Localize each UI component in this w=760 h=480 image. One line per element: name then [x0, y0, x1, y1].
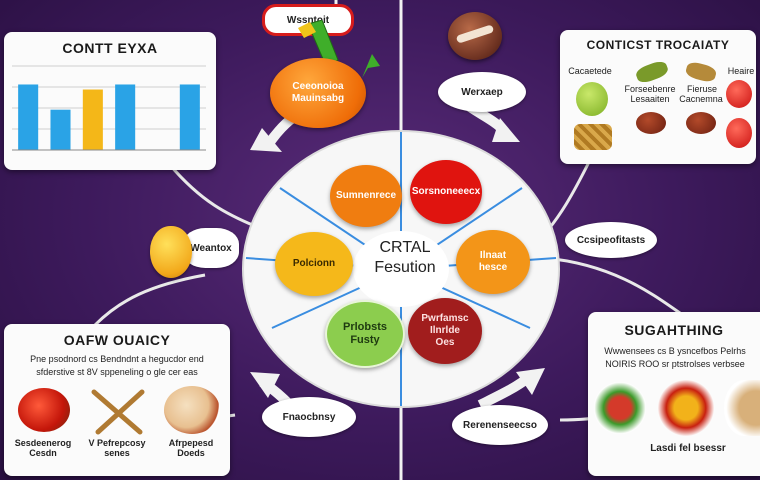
node-right-label-1: Ilnaat — [479, 250, 507, 261]
bubble-top-right[interactable]: Werxaep — [438, 72, 526, 112]
food-label: Heaire — [727, 66, 755, 76]
panel-bottom-right-line1: Wwwensees cs B ysncefbos Pelrhs — [604, 346, 746, 356]
grain-bowl-icon — [724, 380, 760, 436]
panel-top-left-title: CONTT EYXA — [62, 40, 158, 56]
food-label: Lesaaiten — [630, 94, 670, 104]
arrow-bottom-left-head — [250, 372, 280, 398]
node-bottom-right-label-2: Ilnrlde — [429, 325, 460, 336]
panel-bottom-left-line1: Pne psodnord cs Bendndnt a hegucdor end — [30, 354, 204, 364]
node-top-left[interactable]: Sumnenrece — [330, 165, 402, 227]
node-left-label: Polcionn — [292, 258, 336, 269]
hub — [353, 231, 449, 307]
panel-bottom-left: OAFW OUAICY Pne psodnord cs Bendndnt a h… — [4, 324, 230, 476]
bar-2[interactable] — [50, 109, 71, 150]
food-label: Cacaetede — [568, 66, 612, 76]
bubble-bottom-left-label: Fnaocbnsy — [282, 411, 336, 423]
connector-right — [544, 256, 691, 322]
green-apple-icon — [576, 82, 608, 116]
bar-1[interactable] — [18, 84, 39, 150]
yellow-fruit-icon — [150, 226, 192, 278]
node-top-right-label: Sorsnoneeecx — [411, 186, 481, 197]
bar-3[interactable] — [82, 89, 103, 150]
food-label: Forseebenre — [624, 84, 676, 94]
bar-4[interactable] — [115, 84, 136, 150]
node-right-label-2: hesce — [478, 262, 508, 273]
panel-bottom-right-title: SUGAHTHING — [624, 322, 724, 338]
food-label: Cacnemna — [679, 94, 723, 104]
bubble-bottom-right-label: Rerenenseecso — [463, 419, 537, 431]
center-label: CRTAL Fesution — [355, 238, 455, 278]
meat-icon — [686, 112, 716, 134]
center-label-line1: CRTAL — [379, 239, 431, 256]
panel-top-right-title: CONTICST TROCAIATY — [586, 38, 730, 52]
salad-plate-icon — [594, 382, 646, 434]
orange-fruit-label-1: Ceeonoioa — [292, 81, 344, 92]
caption-line: Cesdn — [29, 448, 57, 458]
center-label-line2: Fesution — [374, 259, 436, 276]
chopsticks-icon — [91, 389, 145, 435]
node-top-left-label: Sumnenrece — [335, 190, 397, 201]
caption-line: Afrpepesd — [168, 438, 214, 448]
connector-left — [93, 273, 206, 327]
food-label: Fieruse — [686, 84, 717, 94]
panel-bottom-right-caption: Lasdi fel bsessr — [650, 443, 726, 454]
panel-bottom-left-line2: sfderstive st 8V sppeneling o gle cer ea… — [36, 367, 198, 377]
bubble-bottom-right[interactable]: Rerenenseecso — [452, 405, 548, 445]
panel-bottom-left-title: OAFW OUAICY — [63, 332, 171, 348]
tomato-plate-icon — [18, 388, 70, 432]
node-bottom-right-label-1: Pwrfamsc — [421, 313, 469, 324]
green-tag-icon — [298, 20, 339, 67]
nuts-icon — [684, 60, 718, 84]
top-callout-label: Wssntoit — [286, 14, 330, 26]
node-top-right[interactable]: Sorsnoneeecx — [410, 160, 482, 224]
caption-line: Doeds — [177, 448, 205, 458]
node-bottom-left-label-2: Fusty — [350, 334, 380, 346]
bubble-top-right-label: Werxaep — [461, 86, 503, 98]
panel-bottom-right-line2: NOIRIS ROO sr ptstrolses verbsee — [605, 359, 745, 369]
arrow-bottom-right-head — [516, 368, 545, 395]
bubble-right-label: Ccsipeofitasts — [576, 234, 646, 246]
bubble-left[interactable]: Weantox — [183, 228, 239, 268]
node-bottom-left-label-1: Prlobsts — [342, 321, 387, 333]
caption-line: Sesdeenerog — [14, 438, 72, 448]
red-apple-icon — [726, 80, 752, 108]
caption-line: V Pefrepcosy — [88, 438, 146, 448]
bubble-bottom-left[interactable]: Fnaocbnsy — [262, 397, 356, 437]
pasta-icon — [574, 124, 612, 150]
bubble-right[interactable]: Ccsipeofitasts — [565, 222, 657, 258]
vegetable-icon — [634, 59, 670, 85]
bubble-left-label: Weantox — [190, 242, 232, 254]
orange-fruit-label-2: Mauinsabg — [291, 93, 345, 104]
arrow-top-right-head — [492, 118, 520, 142]
nut-icon — [448, 12, 502, 60]
bar-chart — [12, 65, 206, 151]
node-bottom-right-label-3: Oes — [435, 337, 455, 348]
panel-top-left: CONTT EYXA — [4, 32, 216, 170]
panel-top-right: CONTICST TROCAIATY Cacaetede Forseebenre… — [560, 30, 756, 164]
caption-line: senes — [104, 448, 130, 458]
meat-icon — [636, 112, 666, 134]
leaf-icon — [362, 54, 380, 78]
bar-6[interactable] — [179, 84, 200, 150]
red-apple-icon — [726, 118, 752, 148]
salad-bowl-icon — [164, 386, 220, 434]
node-left[interactable]: Polcionn — [275, 232, 353, 296]
fruit-bowl-icon — [658, 380, 714, 436]
arrow-top-left-head — [250, 128, 282, 152]
panel-bottom-right: SUGAHTHING Wwwensees cs B ysncefbos Pelr… — [588, 312, 760, 476]
